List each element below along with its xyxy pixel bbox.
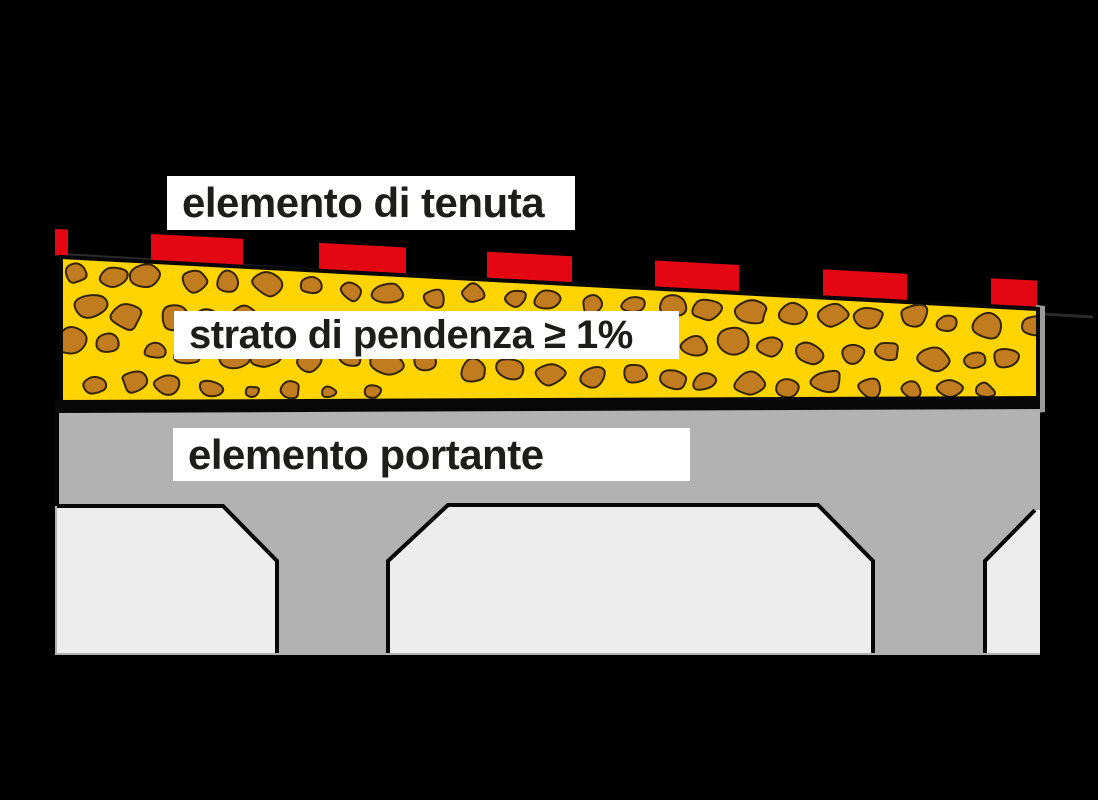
label-elemento-portante-text: elemento portante — [188, 430, 544, 478]
label-strato-di-pendenza-text: strato di pendenza ≥ 1% — [189, 313, 633, 357]
aggregate-pebble — [279, 380, 300, 400]
slab-panel-3-outline — [983, 508, 1037, 653]
slab-panel-2-fill — [388, 505, 873, 653]
slab-panel-1-fill — [57, 506, 277, 653]
aggregate-pebble — [321, 385, 338, 399]
label-elemento-di-tenuta: elemento di tenuta — [167, 176, 575, 230]
aggregate-pebble — [795, 341, 825, 366]
aggregate-pebble — [73, 294, 109, 319]
aggregate-pebble — [422, 288, 445, 309]
slab-panel-2 — [386, 503, 875, 653]
aggregate-pebble — [733, 299, 768, 325]
aggregate-pebble — [691, 298, 724, 322]
aggregate-pebble — [339, 281, 362, 303]
aggregate-pebble — [504, 289, 527, 308]
sealing-dash — [991, 278, 1037, 307]
aggregate-pebble — [251, 271, 284, 298]
sealing-membrane-dashes — [55, 229, 1037, 307]
aggregate-pebble — [244, 385, 260, 399]
aggregate-pebble — [98, 266, 129, 289]
aggregate-pebble — [152, 374, 181, 396]
label-strato-di-pendenza: strato di pendenza ≥ 1% — [174, 311, 679, 359]
aggregate-pebble — [534, 363, 567, 387]
slab-panel-3 — [983, 508, 1040, 653]
aggregate-pebble — [121, 370, 149, 394]
aggregate-pebble — [971, 311, 1003, 340]
aggregate-pebble — [63, 326, 88, 355]
aggregate-pebble — [993, 347, 1020, 369]
aggregate-pebble — [370, 282, 405, 304]
slab-panel-3-fill — [985, 510, 1040, 653]
aggregate-pebble — [679, 335, 708, 357]
aggregate-pebble — [181, 269, 209, 294]
slab-panel-2-outline — [386, 503, 875, 653]
aggregate-pebble — [109, 303, 143, 331]
aggregate-pebble — [216, 269, 240, 293]
sealing-dash — [655, 260, 739, 291]
sealing-dash — [151, 234, 243, 265]
aggregate-pebble — [495, 358, 525, 381]
aggregate-pebble — [777, 301, 808, 326]
sealing-dash — [319, 242, 406, 274]
sealing-dash — [823, 269, 907, 300]
aggregate-pebble — [935, 314, 958, 332]
aggregate-pebble — [460, 282, 486, 303]
aggregate-pebble — [692, 372, 718, 391]
aggregate-pebble — [755, 336, 784, 358]
aggregate-pebble — [816, 302, 850, 328]
sealing-dash — [55, 229, 68, 256]
aggregate-pebble — [962, 351, 987, 369]
screed-slab-separator — [55, 396, 1040, 413]
label-elemento-portante: elemento portante — [173, 428, 690, 481]
aggregate-pebble — [533, 289, 562, 310]
aggregate-pebble — [198, 379, 225, 398]
sealing-dash — [487, 251, 572, 283]
aggregate-pebble — [900, 303, 929, 328]
aggregate-pebble — [623, 363, 648, 384]
aggregate-pebble — [128, 263, 162, 289]
aggregate-pebble — [82, 375, 108, 395]
aggregate-pebble — [579, 366, 606, 389]
aggregate-pebble — [873, 342, 899, 362]
aggregate-pebble — [143, 341, 167, 359]
slab-panel-1-outline — [57, 504, 279, 653]
aggregate-pebble — [363, 384, 383, 399]
aggregate-pebble — [1021, 315, 1036, 337]
aggregate-pebble — [841, 343, 866, 365]
aggregate-pebble — [299, 276, 323, 295]
aggregate-pebble — [95, 332, 120, 353]
aggregate-pebble — [460, 357, 486, 383]
slab-panel-1 — [57, 504, 279, 653]
aggregate-pebble — [775, 378, 800, 399]
label-elemento-di-tenuta-text: elemento di tenuta — [182, 179, 545, 226]
aggregate-pebble — [716, 326, 750, 356]
aggregate-pebble — [916, 346, 951, 373]
aggregate-pebble — [852, 307, 884, 330]
aggregate-pebble — [64, 262, 88, 284]
aggregate-pebble — [733, 370, 767, 396]
aggregate-pebble — [659, 369, 688, 391]
aggregate-pebble — [809, 369, 841, 394]
aggregate-pebbles — [63, 262, 1036, 400]
